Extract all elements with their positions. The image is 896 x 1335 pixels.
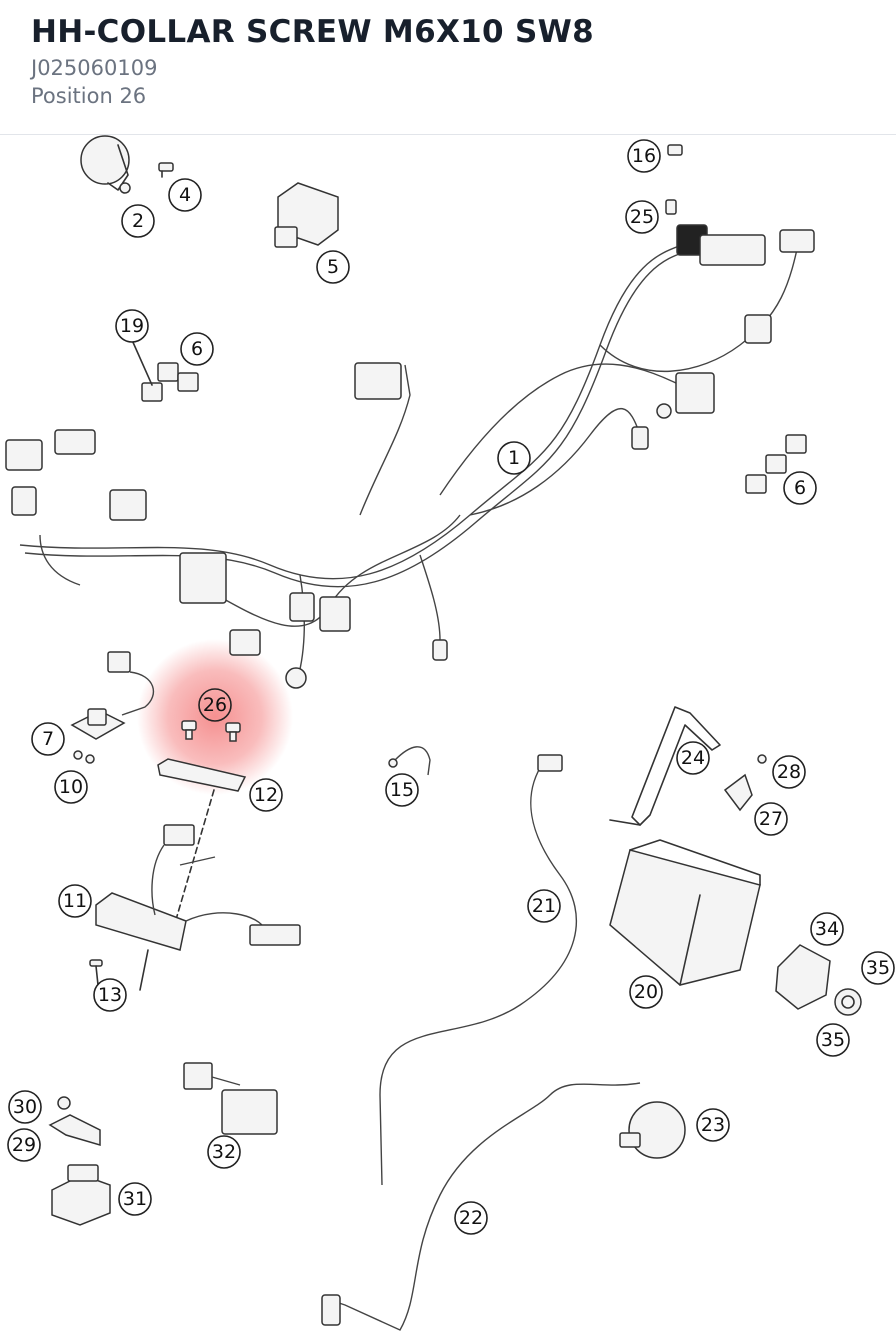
callout-28[interactable]: 28	[772, 755, 806, 789]
callout-27[interactable]: 27	[754, 802, 788, 836]
svg-text:35: 35	[866, 957, 890, 979]
part-11[interactable]	[95, 824, 301, 951]
part-number: J025060109	[31, 56, 158, 80]
callout-34[interactable]: 34	[810, 912, 844, 946]
callout-26[interactable]: 26	[198, 688, 232, 722]
part-header: HH-COLLAR SCREW M6X10 SW8 J025060109 Pos…	[0, 0, 896, 135]
wiring-harness-part[interactable]	[5, 224, 815, 689]
svg-text:26: 26	[203, 694, 227, 716]
part-position: Position 26	[31, 84, 147, 108]
callout-10[interactable]: 10	[54, 770, 88, 804]
callout-25[interactable]: 25	[625, 200, 659, 234]
svg-text:5: 5	[327, 256, 339, 278]
svg-text:22: 22	[459, 1207, 483, 1229]
part-12[interactable]	[157, 758, 247, 924]
svg-text:7: 7	[42, 728, 54, 750]
svg-text:16: 16	[632, 145, 656, 167]
callout-6a[interactable]: 6	[180, 332, 214, 366]
part-title: HH-COLLAR SCREW M6X10 SW8	[31, 14, 594, 50]
svg-text:30: 30	[13, 1096, 37, 1118]
part-20[interactable]	[609, 839, 761, 986]
part-6b[interactable]	[745, 434, 807, 494]
callout-29[interactable]: 29	[7, 1128, 41, 1162]
svg-text:6: 6	[794, 477, 806, 499]
svg-text:4: 4	[179, 184, 191, 206]
callout-21[interactable]: 21	[527, 889, 561, 923]
callout-19[interactable]: 19	[115, 309, 149, 343]
svg-text:2: 2	[132, 210, 144, 232]
part-19[interactable]	[131, 339, 153, 386]
part-22[interactable]	[321, 1082, 641, 1331]
callout-2[interactable]: 2	[121, 204, 155, 238]
svg-text:10: 10	[59, 776, 83, 798]
callout-32[interactable]: 32	[207, 1135, 241, 1169]
part-4[interactable]	[158, 162, 174, 178]
svg-text:28: 28	[777, 761, 801, 783]
callout-6b[interactable]: 6	[783, 471, 817, 505]
part-26-collar-screw[interactable]	[181, 720, 241, 742]
callout-1[interactable]: 1	[497, 441, 531, 475]
part-2[interactable]	[80, 135, 131, 194]
callout-13[interactable]: 13	[93, 978, 127, 1012]
svg-text:24: 24	[681, 747, 705, 769]
callout-23[interactable]: 23	[696, 1108, 730, 1142]
svg-text:15: 15	[390, 779, 414, 801]
callout-4[interactable]: 4	[168, 178, 202, 212]
svg-text:20: 20	[634, 981, 658, 1003]
callout-30[interactable]: 30	[8, 1090, 42, 1124]
part-31[interactable]	[51, 1164, 111, 1226]
part-16[interactable]	[667, 144, 683, 156]
part-23[interactable]	[619, 1101, 686, 1159]
callout-11[interactable]: 11	[58, 884, 92, 918]
highlight-marker	[137, 639, 293, 795]
svg-text:6: 6	[191, 338, 203, 360]
svg-text:11: 11	[63, 890, 87, 912]
callout-35b[interactable]: 35	[816, 1023, 850, 1057]
part-7[interactable]	[70, 651, 155, 740]
svg-text:27: 27	[759, 808, 783, 830]
part-10[interactable]	[73, 750, 95, 764]
part-27[interactable]	[723, 773, 753, 812]
svg-text:31: 31	[123, 1188, 147, 1210]
part-5[interactable]	[274, 182, 339, 248]
exploded-parts-diagram: 1 2 4 5 6 6 7 10 11 12 13 15 16 19 20 21…	[5, 135, 895, 1331]
part-32[interactable]	[183, 1062, 278, 1135]
callout-7[interactable]: 7	[31, 722, 65, 756]
callout-12[interactable]: 12	[249, 778, 283, 812]
svg-text:21: 21	[532, 895, 556, 917]
svg-text:25: 25	[630, 206, 654, 228]
part-28[interactable]	[757, 754, 767, 764]
part-21[interactable]	[379, 754, 578, 1186]
part-6a[interactable]	[141, 362, 199, 402]
part-24[interactable]	[609, 706, 721, 826]
part-25[interactable]	[665, 199, 677, 215]
part-35[interactable]	[834, 988, 862, 1016]
svg-text:34: 34	[815, 918, 839, 940]
callout-5[interactable]: 5	[316, 250, 350, 284]
svg-text:13: 13	[98, 984, 122, 1006]
part-30[interactable]	[57, 1096, 71, 1110]
svg-text:19: 19	[120, 315, 144, 337]
part-29[interactable]	[48, 1114, 101, 1147]
callout-20[interactable]: 20	[629, 975, 663, 1009]
callout-31[interactable]: 31	[118, 1182, 152, 1216]
svg-text:35: 35	[821, 1029, 845, 1051]
part-34[interactable]	[775, 944, 831, 1010]
callout-24[interactable]: 24	[676, 741, 710, 775]
svg-text:1: 1	[508, 447, 520, 469]
callout-16[interactable]: 16	[627, 139, 661, 173]
callout-15[interactable]: 15	[385, 773, 419, 807]
callout-35a[interactable]: 35	[861, 951, 895, 985]
svg-text:23: 23	[701, 1114, 725, 1136]
svg-text:32: 32	[212, 1141, 236, 1163]
callout-22[interactable]: 22	[454, 1201, 488, 1235]
part-15[interactable]	[388, 746, 431, 776]
part-13[interactable]	[89, 949, 149, 991]
svg-text:29: 29	[12, 1134, 36, 1156]
svg-text:12: 12	[254, 784, 278, 806]
